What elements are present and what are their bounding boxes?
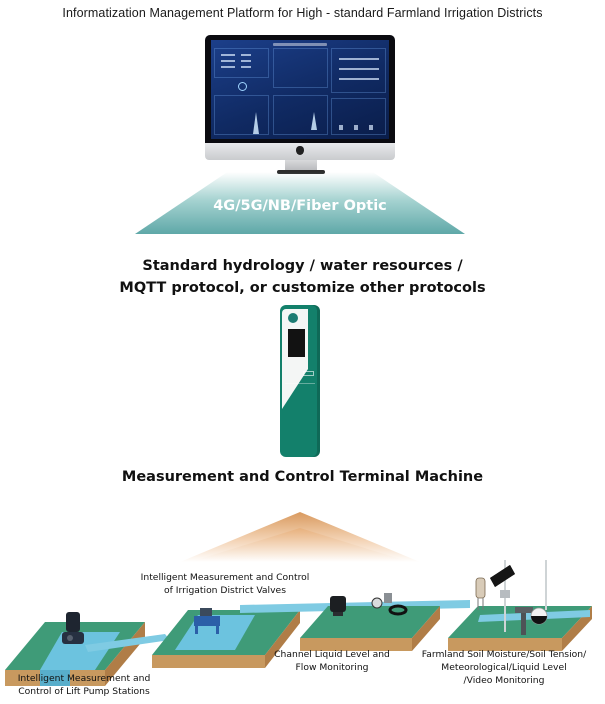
soil-label-line-3: /Video Monitoring: [463, 675, 545, 686]
pump-label-line-1: Intelligent Measurement and: [17, 673, 151, 684]
diagram-title: Informatization Management Platform for …: [62, 6, 543, 20]
gauge-ring-icon: [238, 82, 247, 91]
device-icon: [354, 125, 358, 130]
chart-spike: [311, 112, 317, 130]
dashboard-panel: [273, 48, 328, 88]
chart-panel: [214, 95, 269, 135]
status-panel: [331, 98, 386, 135]
pump-label-line-2: Control of Lift Pump Stations: [18, 686, 150, 697]
dashboard-panel: [214, 48, 269, 78]
platform-monitor: [205, 35, 395, 175]
dashboard-text: [339, 78, 379, 80]
monitor-stand: [285, 160, 317, 171]
chart-panel: [273, 95, 328, 135]
channel-plot: [300, 606, 440, 651]
dashboard-panel: [331, 48, 386, 93]
terminal-display: [288, 329, 305, 357]
level-gauge-icon: [515, 607, 533, 635]
soil-sensor-icon: [475, 577, 486, 610]
valves-label-line-1: Intelligent Measurement and Control: [140, 572, 310, 583]
valve-gate-icon: [194, 608, 220, 634]
dashboard-text: [339, 68, 379, 70]
pump-station-label: Intelligent Measurement and Control of L…: [4, 672, 164, 698]
device-icon: [339, 125, 343, 130]
soil-plot: [448, 606, 592, 651]
soil-monitoring-label: Farmland Soil Moisture/Soil Tension/ Met…: [404, 648, 604, 687]
solar-panel-icon: [490, 565, 515, 587]
dashboard-text: [221, 60, 235, 62]
dashboard-text: [339, 58, 379, 60]
apple-logo-icon: [296, 146, 304, 155]
terminal-device: [280, 305, 320, 457]
flow-meter-icon: [330, 596, 346, 616]
soil-label-line-2: Meteorological/Liquid Level: [441, 662, 567, 673]
terminal-seam: [285, 383, 315, 384]
valves-label: Intelligent Measurement and Control of I…: [120, 571, 330, 597]
transmission-label: 4G/5G/NB/Fiber Optic: [213, 198, 387, 214]
channel-label-line-2: Flow Monitoring: [295, 662, 369, 673]
protocol-description: Standard hydrology / water resources / M…: [0, 255, 605, 299]
protocol-line-1: Standard hydrology / water resources /: [142, 258, 463, 274]
camera-icon: [530, 560, 548, 625]
channel-label-line-1: Channel Liquid Level and: [274, 649, 390, 660]
monitor-bezel: [205, 35, 395, 143]
dashboard-header: [273, 43, 327, 46]
valves-label-line-2: of Irrigation District Valves: [164, 585, 286, 596]
soil-label-line-1: Farmland Soil Moisture/Soil Tension/: [421, 649, 587, 660]
dashboard-screen: [211, 40, 389, 139]
chart-spike: [253, 112, 259, 134]
dashboard-text: [241, 54, 251, 56]
pump-icon: [62, 612, 84, 644]
protocol-line-2: MQTT protocol, or customize other protoc…: [119, 280, 486, 296]
dashboard-text: [221, 66, 235, 68]
pump-station-plot: [5, 622, 145, 686]
canal-segment: [85, 634, 170, 652]
level-sensor-icon: [371, 593, 408, 616]
terminal-label: Measurement and Control Terminal Machine: [121, 469, 484, 485]
terminal-logo-icon: [288, 313, 298, 323]
dashboard-text: [241, 60, 251, 62]
channel-monitoring-label: Channel Liquid Level and Flow Monitoring: [262, 648, 402, 674]
terminal-nameplate: [303, 371, 314, 376]
irrigation-field-illustration: [5, 560, 592, 686]
dashboard-text: [221, 54, 235, 56]
dashboard-text: [241, 66, 251, 68]
device-icon: [369, 125, 373, 130]
